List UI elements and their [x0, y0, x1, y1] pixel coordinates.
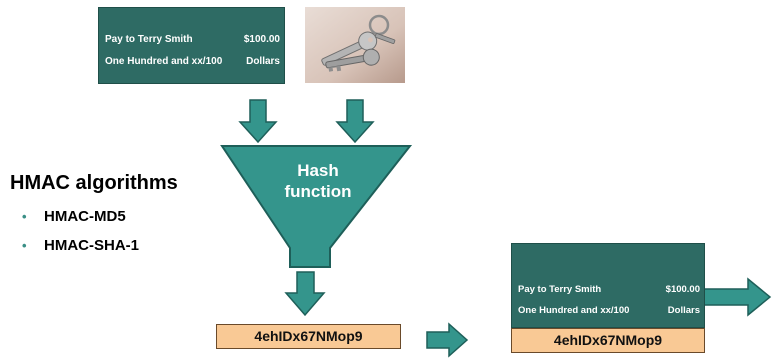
check-payee: Pay to Terry Smith — [105, 34, 193, 45]
check-words-row: One Hundred and xx/100 Dollars — [105, 56, 280, 67]
check-amount-words: One Hundred and xx/100 — [518, 305, 630, 316]
down-arrow-icon — [238, 99, 278, 144]
right-arrow-icon — [697, 277, 772, 317]
algorithm-list-item: • HMAC-MD5 — [22, 208, 126, 225]
check-currency: Dollars — [667, 305, 700, 316]
check-payee: Pay to Terry Smith — [518, 284, 602, 295]
down-arrow-icon — [335, 99, 375, 144]
bullet-dot-icon: • — [22, 209, 27, 224]
algorithm-list-item: • HMAC-SHA-1 — [22, 237, 139, 254]
hash-function-line1: Hash — [297, 161, 339, 180]
check-amount: $100.00 — [665, 284, 700, 295]
funnel-icon — [220, 145, 413, 268]
hash-output-box: 4ehIDx67NMop9 — [216, 324, 401, 349]
check-words-row: One Hundred and xx/100 Dollars — [518, 305, 700, 316]
hash-function-line2: function — [284, 182, 352, 201]
down-arrow-icon — [284, 271, 326, 317]
algorithm-name: HMAC-SHA-1 — [44, 237, 139, 254]
message-check: Pay to Terry Smith $100.00 One Hundred a… — [98, 7, 285, 84]
hash-function-label: Hash function — [256, 160, 380, 202]
message-check: Pay to Terry Smith $100.00 One Hundred a… — [511, 243, 705, 328]
check-payee-row: Pay to Terry Smith $100.00 — [518, 284, 700, 295]
check-amount: $100.00 — [243, 34, 280, 45]
hmac-heading: HMAC algorithms — [10, 172, 178, 194]
check-payee-row: Pay to Terry Smith $100.00 — [105, 34, 280, 45]
check-currency: Dollars — [246, 56, 280, 67]
algorithm-name: HMAC-MD5 — [44, 208, 126, 225]
bullet-dot-icon: • — [22, 238, 27, 253]
hash-output-box: 4ehIDx67NMop9 — [511, 328, 705, 353]
check-amount-words: One Hundred and xx/100 — [105, 56, 223, 67]
right-arrow-icon — [426, 322, 469, 358]
keys-photo-icon — [305, 7, 405, 83]
